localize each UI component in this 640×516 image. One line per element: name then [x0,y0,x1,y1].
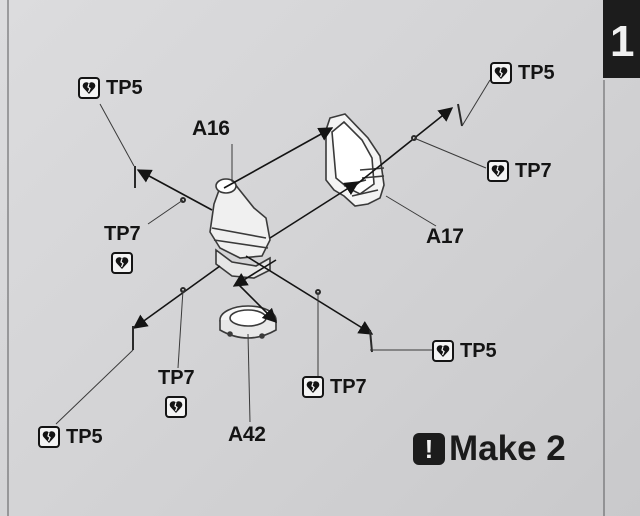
broken-heart-icon [487,160,509,182]
part-a42-shape [219,305,277,339]
callout-tp5-right: TP5 [432,340,497,362]
pin-parts [132,103,463,353]
callout-label: TP5 [518,62,555,84]
callout-tp7-right: TP7 [487,160,552,182]
broken-heart-icon [490,62,512,84]
step-tab [603,0,640,78]
broken-heart-icon [432,340,454,362]
broken-heart-icon [165,396,188,418]
callout-tp5-upper-right: TP5 [490,62,555,84]
step-number: 1 [610,17,635,66]
part-a16-shape [209,178,271,279]
make-quantity-note: ! Make 2 [413,431,566,466]
broken-heart-icon [78,77,100,99]
callout-tp5-upper-left: TP5 [78,77,143,99]
label-part-a16: A16 [192,117,230,140]
callout-tp7-left: TP7 [104,224,141,274]
callout-label: TP7 [158,367,195,389]
part-a17-shape [325,113,385,207]
callout-label: TP7 [104,223,141,245]
broken-heart-icon [302,376,324,398]
label-part-a17: A17 [426,225,464,248]
callout-tp5-bottom-left: TP5 [38,426,103,448]
callout-label: TP5 [66,426,103,448]
callout-label: TP5 [106,77,143,99]
broken-heart-icon [111,252,134,274]
exclamation-icon: ! [413,432,445,465]
leader-lines [55,79,491,425]
callout-tp7-bottom-right: TP7 [302,376,367,398]
callout-label: TP5 [460,340,497,362]
callout-label: TP7 [515,160,552,182]
label-part-a42: A42 [228,423,266,446]
make-quantity-label: Make 2 [449,429,566,468]
callout-label: TP7 [330,376,367,398]
assembly-arrows [132,107,454,335]
page-frame [7,0,605,516]
callout-tp7-bottom-left: TP7 [158,368,195,418]
broken-heart-icon [38,426,60,448]
